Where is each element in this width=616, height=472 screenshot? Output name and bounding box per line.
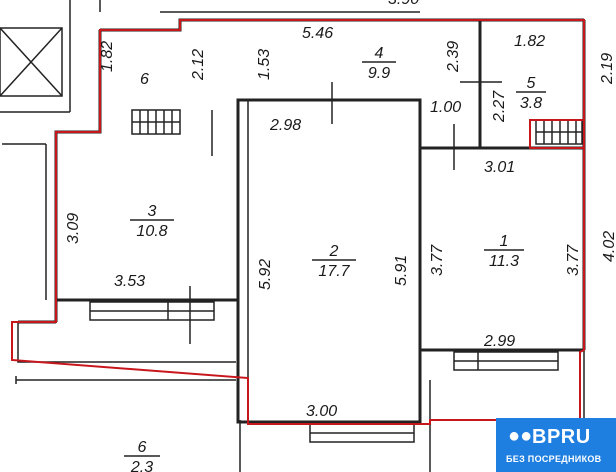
room-4-label: 4 9.9 [362,45,396,82]
vent-grille-right [535,119,583,145]
dim-left-hall-b: 2.12 [190,49,207,81]
svg-text:17.7: 17.7 [318,263,350,280]
dim-room2-right: 5.91 [393,255,410,286]
dim-room2-left: 5.92 [257,259,274,290]
svg-text:6: 6 [138,439,147,456]
svg-text:3: 3 [148,203,157,220]
svg-text:2.3: 2.3 [130,459,153,472]
room-2-label: 2 17.7 [312,243,356,280]
dim-hall-mid: 1.53 [256,49,273,80]
dim-top-edge: 3.90 [388,0,419,8]
dim-closet: 6 [140,71,149,88]
dim-room1-top: 3.01 [484,159,515,176]
windows [89,286,559,443]
dim-room2-bottom: 3.00 [306,403,337,420]
vent-grille-left [131,109,181,135]
apartment-outline [11,19,585,425]
dim-room1-right: 3.77 [565,244,582,276]
logo-brand: BPRU [532,426,591,448]
dim-door-gap: 1.00 [430,99,461,116]
dim-room2-top: 2.98 [269,117,301,134]
svg-text:4: 4 [375,45,384,62]
svg-text:2: 2 [329,243,339,260]
people-icon: ●● [508,425,533,447]
svg-text:5: 5 [527,75,536,92]
dim-room1-bottom: 2.99 [483,333,515,350]
dimension-labels: 5.46 3.90 1.82 2.12 1.53 2.39 1.82 2.27 … [65,0,616,420]
dim-bath-top: 1.82 [514,33,545,50]
dim-room1-left: 3.77 [429,244,446,276]
svg-text:1: 1 [500,233,509,250]
dim-room3-width: 3.53 [114,273,145,290]
dim-outer-right: 2.19 [599,53,616,85]
svg-text:3.8: 3.8 [520,95,542,112]
svg-text:11.3: 11.3 [489,253,519,270]
elevator-shaft [0,0,420,113]
room-1-label: 1 11.3 [484,233,524,270]
bpru-logo: ●● BPRU БЕЗ ПОСРЕДНИКОВ [496,418,616,472]
dim-left-hall-a: 1.82 [99,41,116,72]
room-6-label: 6 2.3 [124,439,160,472]
dim-bath-side: 2.27 [491,90,508,123]
room-5-label: 5 3.8 [516,75,546,112]
dim-hall-right: 2.39 [445,41,462,73]
room-3-label: 3 10.8 [130,203,174,240]
logo-tagline: БЕЗ ПОСРЕДНИКОВ [506,454,602,464]
svg-text:10.8: 10.8 [136,223,167,240]
svg-text:9.9: 9.9 [368,65,390,82]
dim-room3-height: 3.09 [65,213,82,244]
dim-outer-right-lower: 4.02 [601,231,616,262]
dim-top-hall: 5.46 [302,25,333,42]
walls [2,18,586,472]
door-ticks [211,81,502,170]
room-labels: 4 9.9 5 3.8 3 10.8 2 17.7 1 11.3 6 2.3 [124,45,546,472]
